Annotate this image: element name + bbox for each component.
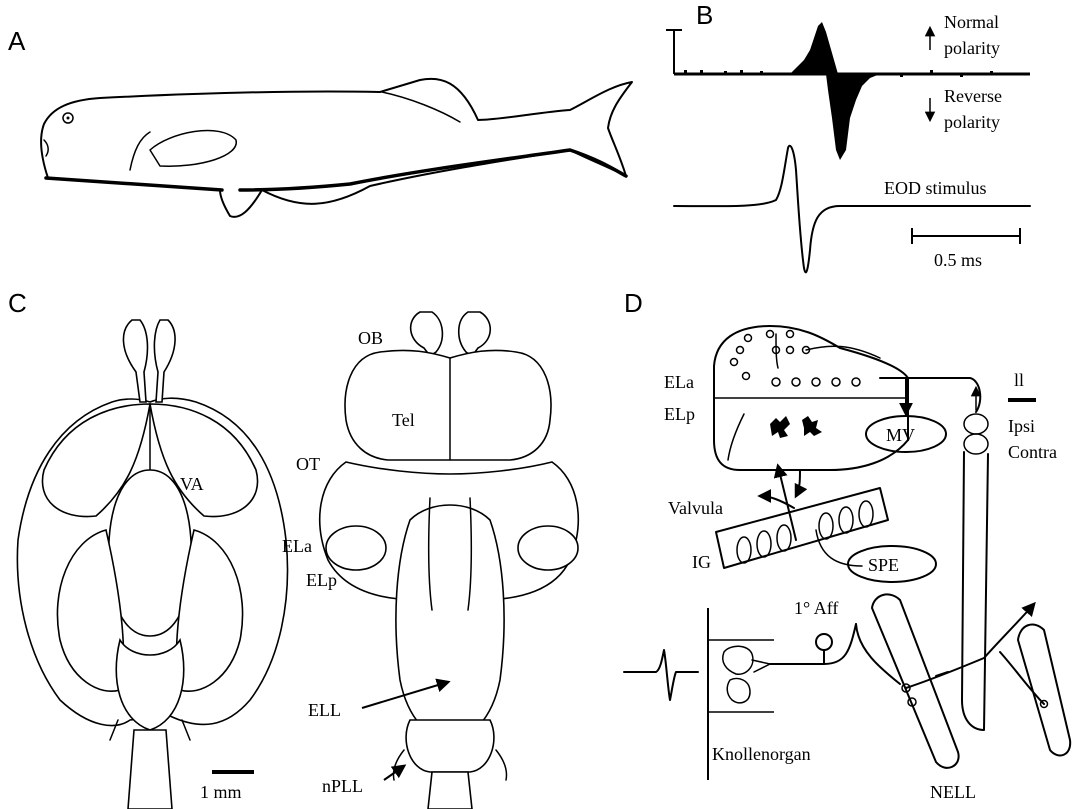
label-npll: nPLL <box>322 776 363 796</box>
eod-stimulus-label: EOD stimulus <box>884 178 987 198</box>
panel-d-letter: D <box>624 288 643 318</box>
panel-a-letter: A <box>8 26 26 56</box>
knollenorgan-waveform <box>624 650 698 700</box>
label-ig: IG <box>692 552 711 572</box>
label-knollenorgan: Knollenorgan <box>712 744 811 764</box>
panel-c-letter: C <box>8 288 27 318</box>
valvula-pathway <box>796 470 800 496</box>
normal-polarity-label: Normal <box>944 12 999 32</box>
ig-tube <box>716 488 888 568</box>
spe-pathway <box>816 530 862 566</box>
label-ll: ll <box>1014 370 1024 390</box>
label-tel: Tel <box>392 410 415 430</box>
label-mv: MV <box>886 425 915 445</box>
label-ot: OT <box>296 454 320 474</box>
label-va: VA <box>180 474 204 494</box>
label-contra: Contra <box>1008 442 1057 462</box>
fish-outline <box>41 79 632 217</box>
brain-right-view <box>320 312 578 809</box>
label-d-elp: ELp <box>664 404 695 424</box>
primary-afferent <box>770 624 856 664</box>
knollenorgan-receptor <box>708 640 774 712</box>
label-ela: ELa <box>282 536 312 556</box>
time-scale-label: 0.5 ms <box>934 250 982 270</box>
reverse-polarity-label: Reverse <box>944 86 1002 106</box>
label-elp: ELp <box>306 570 337 590</box>
ig-to-elp <box>778 466 796 540</box>
label-d-ela: ELa <box>664 372 694 392</box>
label-ell: ELL <box>308 700 341 720</box>
brain-dorsal-view <box>17 320 287 809</box>
label-ob: OB <box>358 328 383 348</box>
label-1mm: 1 mm <box>200 782 242 802</box>
label-1-aff: 1° Aff <box>794 598 838 618</box>
valvula-arrow <box>760 496 794 508</box>
panel-b-letter: B <box>696 0 713 30</box>
label-valvula: Valvula <box>668 498 723 518</box>
normal-polarity-label-2: polarity <box>944 38 1000 58</box>
label-ipsi: Ipsi <box>1008 416 1035 436</box>
label-spe: SPE <box>868 555 899 575</box>
torus-ela-elp <box>714 326 908 470</box>
label-nell: NELL <box>930 782 976 802</box>
time-scale-bar <box>912 228 1020 244</box>
reverse-polarity-label-2: polarity <box>944 112 1000 132</box>
